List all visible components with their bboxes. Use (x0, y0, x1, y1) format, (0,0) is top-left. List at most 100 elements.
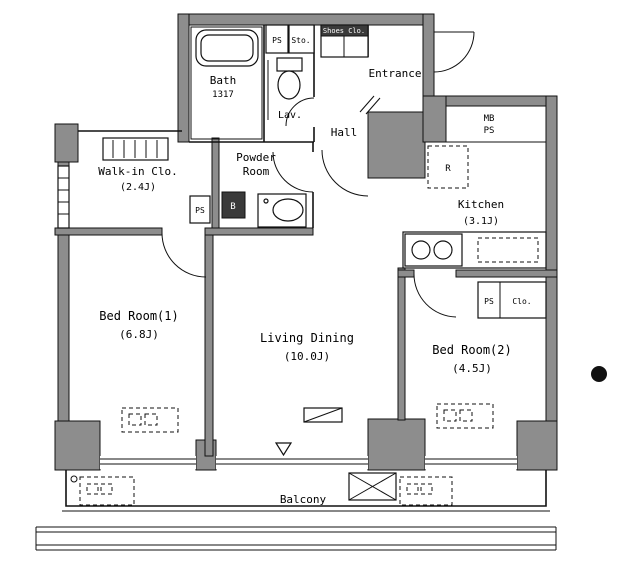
map-dot-marker (591, 366, 607, 382)
small-box (459, 409, 473, 422)
wall-segment (177, 13, 190, 143)
label-closet-bedroom2: Clo. (512, 297, 531, 306)
bedroom2-door-arc (413, 273, 457, 318)
room-label-powder2: Room (243, 165, 270, 178)
room-size-bath: 1317 (212, 90, 234, 100)
wall-segment (422, 13, 435, 107)
label-ps-top: PS (272, 36, 282, 45)
wall-segment (54, 227, 163, 236)
bedroom1-dashed-box (121, 407, 179, 433)
room-label-bedroom1: Bed Room(1) (99, 309, 178, 323)
ps-box-powder (189, 195, 211, 224)
entrance-step-line (365, 97, 381, 115)
label-ps-powder: PS (195, 206, 205, 215)
drain-triangle (274, 442, 293, 457)
label-ps-bedroom2: PS (484, 297, 494, 306)
closet-outline (477, 281, 547, 319)
label-meter-box: MB (484, 114, 495, 124)
railing (35, 526, 557, 551)
bedroom1-door-arc (161, 232, 207, 278)
balcony-outline (65, 470, 547, 507)
bath-fixtures (189, 26, 307, 228)
balcony-dashed-left (79, 476, 135, 506)
room-label-powder1: Powder (236, 151, 276, 164)
balcony-drain-circle (70, 475, 78, 483)
room-label-living: Living Dining (260, 331, 354, 345)
refrigerator-space (427, 145, 469, 189)
ac-unit-cross (348, 472, 397, 501)
powder-door-arc (272, 151, 314, 193)
room-size-living: (10.0J) (284, 350, 330, 363)
entrance-step-line (359, 95, 375, 113)
wall-segment (204, 227, 314, 236)
burner (433, 240, 453, 260)
label-boiler: B (230, 202, 235, 212)
balcony-area (62, 470, 550, 512)
room-size-walkin: (2.4J) (120, 182, 156, 193)
wall-segment (367, 418, 426, 471)
wall-segment (54, 123, 79, 163)
wall-segment (455, 269, 558, 278)
small-box (86, 483, 99, 495)
room-label-kitchen: Kitchen (458, 198, 504, 211)
entrance-door-arc (433, 31, 475, 73)
balcony-dashed-right (399, 476, 453, 506)
walkin-shelf (102, 137, 169, 161)
small-box (128, 413, 142, 426)
wall-segment (211, 137, 220, 233)
boiler-box (221, 191, 246, 219)
pipe-space-column (367, 111, 426, 179)
bathtub-inner (200, 34, 254, 62)
wall-segment (545, 95, 558, 471)
ps-box-top (265, 24, 289, 54)
windows (57, 165, 517, 469)
room-label-bath: Bath (210, 74, 237, 87)
bedroom2-dashed-box (436, 403, 494, 429)
door-arcs (161, 31, 475, 318)
top-closets (265, 24, 369, 58)
label-storage: Sto. (291, 36, 310, 45)
window-bg (216, 456, 368, 469)
bedroom2-closet (477, 281, 547, 319)
room-label-hall: Hall (331, 126, 358, 139)
small-box (443, 409, 457, 422)
room-size-bedroom2: (4.5J) (452, 362, 492, 375)
small-box (406, 483, 419, 495)
wall-segment (204, 234, 214, 457)
label-ps-right: PS (484, 126, 495, 136)
faucet-dot (263, 198, 269, 204)
room-label-lav: Lav. (278, 110, 302, 121)
small-box (420, 483, 433, 495)
labels: Bath 1317 Lav. Entrance Hall Powder Room… (98, 27, 531, 506)
bath-unit-outline (190, 26, 263, 140)
room-label-entrance: Entrance (369, 67, 422, 80)
room-label-bedroom2: Bed Room(2) (432, 343, 511, 357)
wall-segment (177, 13, 435, 26)
window-bg (425, 456, 517, 469)
toilet-tank (276, 57, 303, 72)
wall-segment (397, 267, 406, 421)
label-refrigerator: R (445, 164, 451, 174)
wall-segment (397, 269, 415, 278)
wall-segment (516, 420, 558, 471)
toilet-bowl (277, 70, 301, 100)
room-label-walkin: Walk-in Clo. (98, 165, 177, 178)
small-box (100, 483, 113, 495)
kitchen-fixtures (402, 145, 547, 269)
burner (411, 240, 431, 260)
structure-walls (54, 13, 558, 471)
wall-segment (54, 420, 101, 471)
room-label-balcony: Balcony (280, 493, 327, 506)
small-box (144, 413, 158, 426)
counter-dashed-area (477, 237, 539, 263)
storage-box (288, 24, 315, 54)
label-shoes-closet: Shoes Clo. (323, 27, 365, 35)
living-door-arc (321, 149, 369, 197)
window-walkin-closet (57, 165, 70, 229)
powder-sink-basin (272, 198, 304, 222)
wall-segment (422, 95, 447, 143)
living-low-board-diagonal (303, 407, 343, 423)
window-bg (100, 456, 196, 469)
furniture-marks (121, 403, 494, 457)
